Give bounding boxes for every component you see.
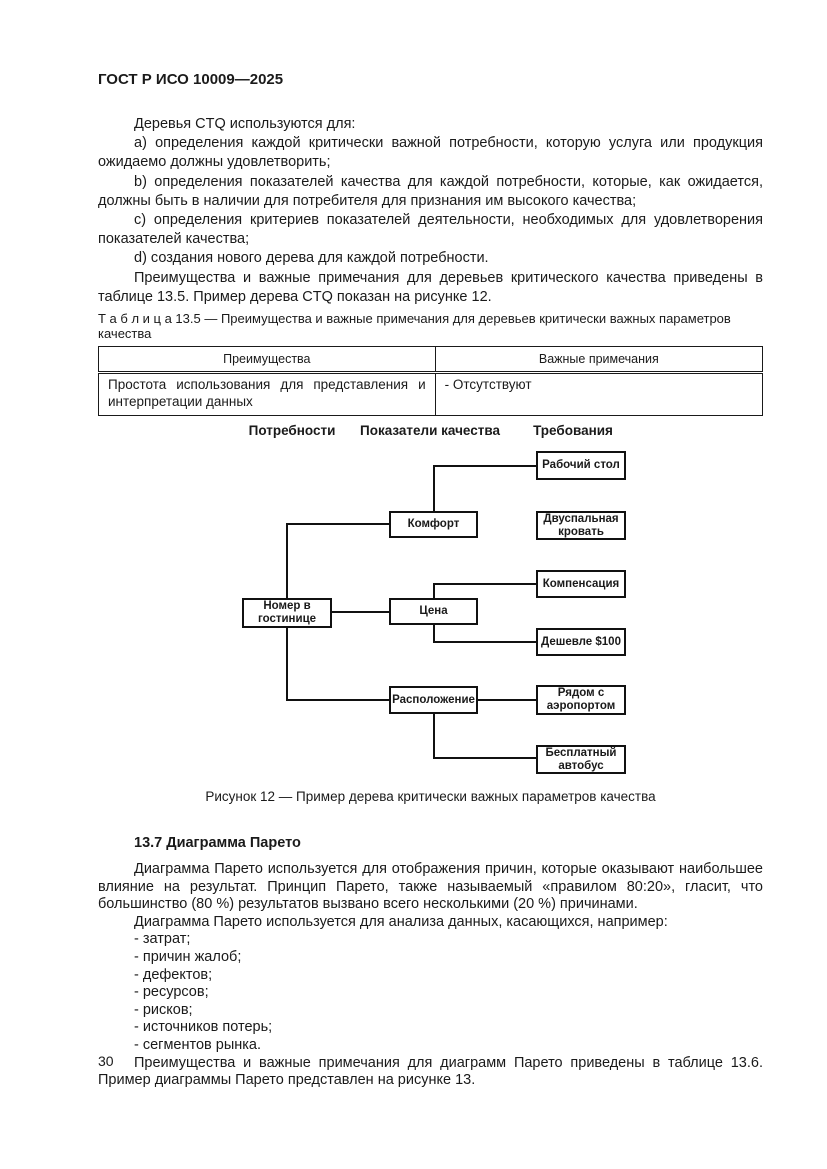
table-row: Простота использования для представления… xyxy=(98,372,764,417)
paragraph-item-b: b) определения показателей качества для … xyxy=(98,173,763,209)
column-header-requirements: Требования xyxy=(533,423,613,439)
node-work-desk: Рабочий стол xyxy=(536,451,626,481)
paragraph-pareto-usage: Диаграмма Парето используется для анализ… xyxy=(134,913,668,930)
paragraph-table-reference: Преимущества и важные примечания для дер… xyxy=(98,269,763,305)
table-header-notes: Важные примечания xyxy=(434,346,764,375)
bullet-risks: - рисков; xyxy=(134,1001,193,1018)
connector-line-root-to-price xyxy=(332,611,389,614)
bullet-loss-sources: - источников потерь; xyxy=(134,1019,273,1036)
node-near-airport: Рядом с аэропортом xyxy=(536,685,626,716)
node-free-bus: Бесплатный автобус xyxy=(536,745,626,775)
connector-line-to-free-bus xyxy=(433,757,536,760)
paragraph-pareto-principle: Диаграмма Парето используется для отобра… xyxy=(98,861,763,913)
connector-line-price-up xyxy=(433,583,435,601)
column-header-quality-indicators: Показатели качества xyxy=(359,423,501,439)
table-caption: Т а б л и ц а 13.5 — Преимущества и важн… xyxy=(98,311,731,342)
doc-code-header: ГОСТ Р ИСО 10009—2025 xyxy=(98,71,284,88)
ctq-intro-section: Деревья CTQ используются для: a) определ… xyxy=(98,115,763,307)
connector-line-to-comfort xyxy=(286,523,389,526)
table-header-advantages: Преимущества xyxy=(98,346,436,375)
node-location: Расположение xyxy=(389,686,478,715)
table-header-row: Преимущества Важные примечания xyxy=(98,346,764,375)
node-hotel-room: Номер в гостинице xyxy=(242,598,332,629)
connector-line-to-near-airport xyxy=(478,699,536,702)
node-price: Цена xyxy=(389,598,478,626)
paragraph-item-a: a) определения каждой критически важной … xyxy=(98,135,763,171)
ctq-tree-figure: Потребности Показатели качества Требован… xyxy=(98,423,763,808)
node-cheaper-100: Дешевле $100 xyxy=(536,628,626,657)
node-double-bed: Двуспальная кровать xyxy=(536,511,626,541)
paragraph-item-c: c) определения критериев показателей дея… xyxy=(98,212,763,248)
connector-line-price-down xyxy=(433,625,435,644)
connector-line-to-cheaper xyxy=(433,641,536,644)
bullet-market-segments: - сегментов рынка. xyxy=(134,1036,262,1053)
connector-line-to-work-desk xyxy=(433,465,536,468)
node-compensation: Компенсация xyxy=(536,570,626,599)
node-comfort: Комфорт xyxy=(389,511,478,539)
paragraph-ctq-intro: Деревья CTQ используются для: xyxy=(134,116,356,132)
section-heading-pareto: 13.7 Диаграмма Парето xyxy=(134,835,301,852)
connector-line-comfort-up xyxy=(433,465,435,514)
paragraph-pareto-table-reference: Преимущества и важные примечания для диа… xyxy=(98,1054,763,1089)
bullet-complaint-causes: - причин жалоб; xyxy=(134,949,242,965)
paragraph-item-d: d) создания нового дерева для каждой пот… xyxy=(134,250,489,267)
table-cell-advantage: Простота использования для представления… xyxy=(98,372,436,417)
table-cell-note: - Отсутствуют xyxy=(434,372,764,417)
bullet-costs: - затрат; xyxy=(134,931,191,948)
page-number: 30 xyxy=(98,1053,114,1069)
column-header-needs: Потребности xyxy=(248,423,336,439)
bullet-resources: - ресурсов; xyxy=(134,984,209,1001)
pareto-section: 13.7 Диаграмма Парето Диаграмма Парето и… xyxy=(98,834,763,1090)
advantages-notes-table: Преимущества Важные примечания Простота … xyxy=(98,346,764,417)
connector-line-location-down xyxy=(433,714,435,760)
bullet-defects: - дефектов; xyxy=(134,966,213,983)
figure-caption: Рисунок 12 — Пример дерева критически ва… xyxy=(205,789,656,805)
connector-line-to-compensation xyxy=(433,583,536,586)
connector-line-to-location xyxy=(286,699,389,702)
